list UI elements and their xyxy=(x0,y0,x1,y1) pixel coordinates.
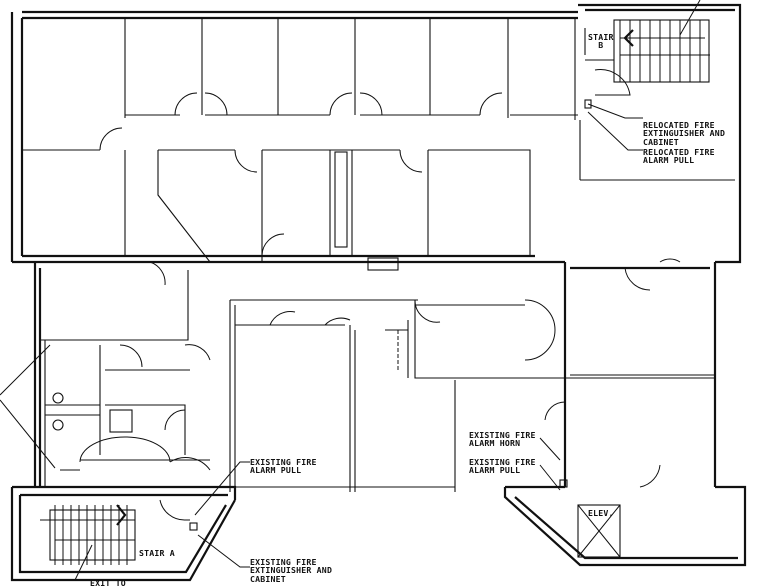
label-line: ALARM PULL xyxy=(643,155,695,166)
exit-to-label: EXIT TO xyxy=(90,578,126,588)
existing-alarm-pull-left-label: EXISTING FIRE ALARM PULL xyxy=(250,458,317,475)
interior-walls xyxy=(0,0,735,581)
label-line: ALARM PULL xyxy=(469,465,521,476)
existing-extinguisher-label: EXISTING FIRE EXTINGUISHER AND CABINET xyxy=(250,557,333,584)
label-line: ALARM HORN xyxy=(469,438,521,449)
elevator-label: ELEV. xyxy=(588,508,614,518)
stair-a-label: STAIR A xyxy=(139,548,175,558)
label-line: CABINET xyxy=(643,136,679,147)
relocated-extinguisher-label: RELOCATED FIRE EXTINGUISHER AND CABINET xyxy=(643,120,726,147)
label-line: ALARM PULL xyxy=(250,465,302,476)
existing-alarm-horn-label: EXISTING FIRE ALARM HORN xyxy=(469,431,536,448)
label-line: EXISTING FIRE xyxy=(250,457,317,467)
exterior-walls xyxy=(10,3,747,582)
stair-b-label: STAIR B xyxy=(588,33,614,50)
relocated-alarm-pull-label: RELOCATED FIRE ALARM PULL xyxy=(643,148,715,165)
stair-b-label-line: STAIR xyxy=(588,32,614,42)
label-line: EXISTING FIRE xyxy=(469,457,536,467)
label-line: EXTINGUISHER AND xyxy=(250,565,333,576)
label-line: CABINET xyxy=(250,573,286,584)
label-line: EXISTING FIRE xyxy=(469,430,536,440)
label-line: EXISTING FIRE xyxy=(250,557,317,567)
label-line: RELOCATED FIRE xyxy=(643,120,715,130)
label-line: EXTINGUISHER AND xyxy=(643,128,726,139)
existing-alarm-pull-right-label: EXISTING FIRE ALARM PULL xyxy=(469,458,536,475)
stair-b-label-line: B xyxy=(598,40,604,51)
label-line: RELOCATED FIRE xyxy=(643,147,715,157)
